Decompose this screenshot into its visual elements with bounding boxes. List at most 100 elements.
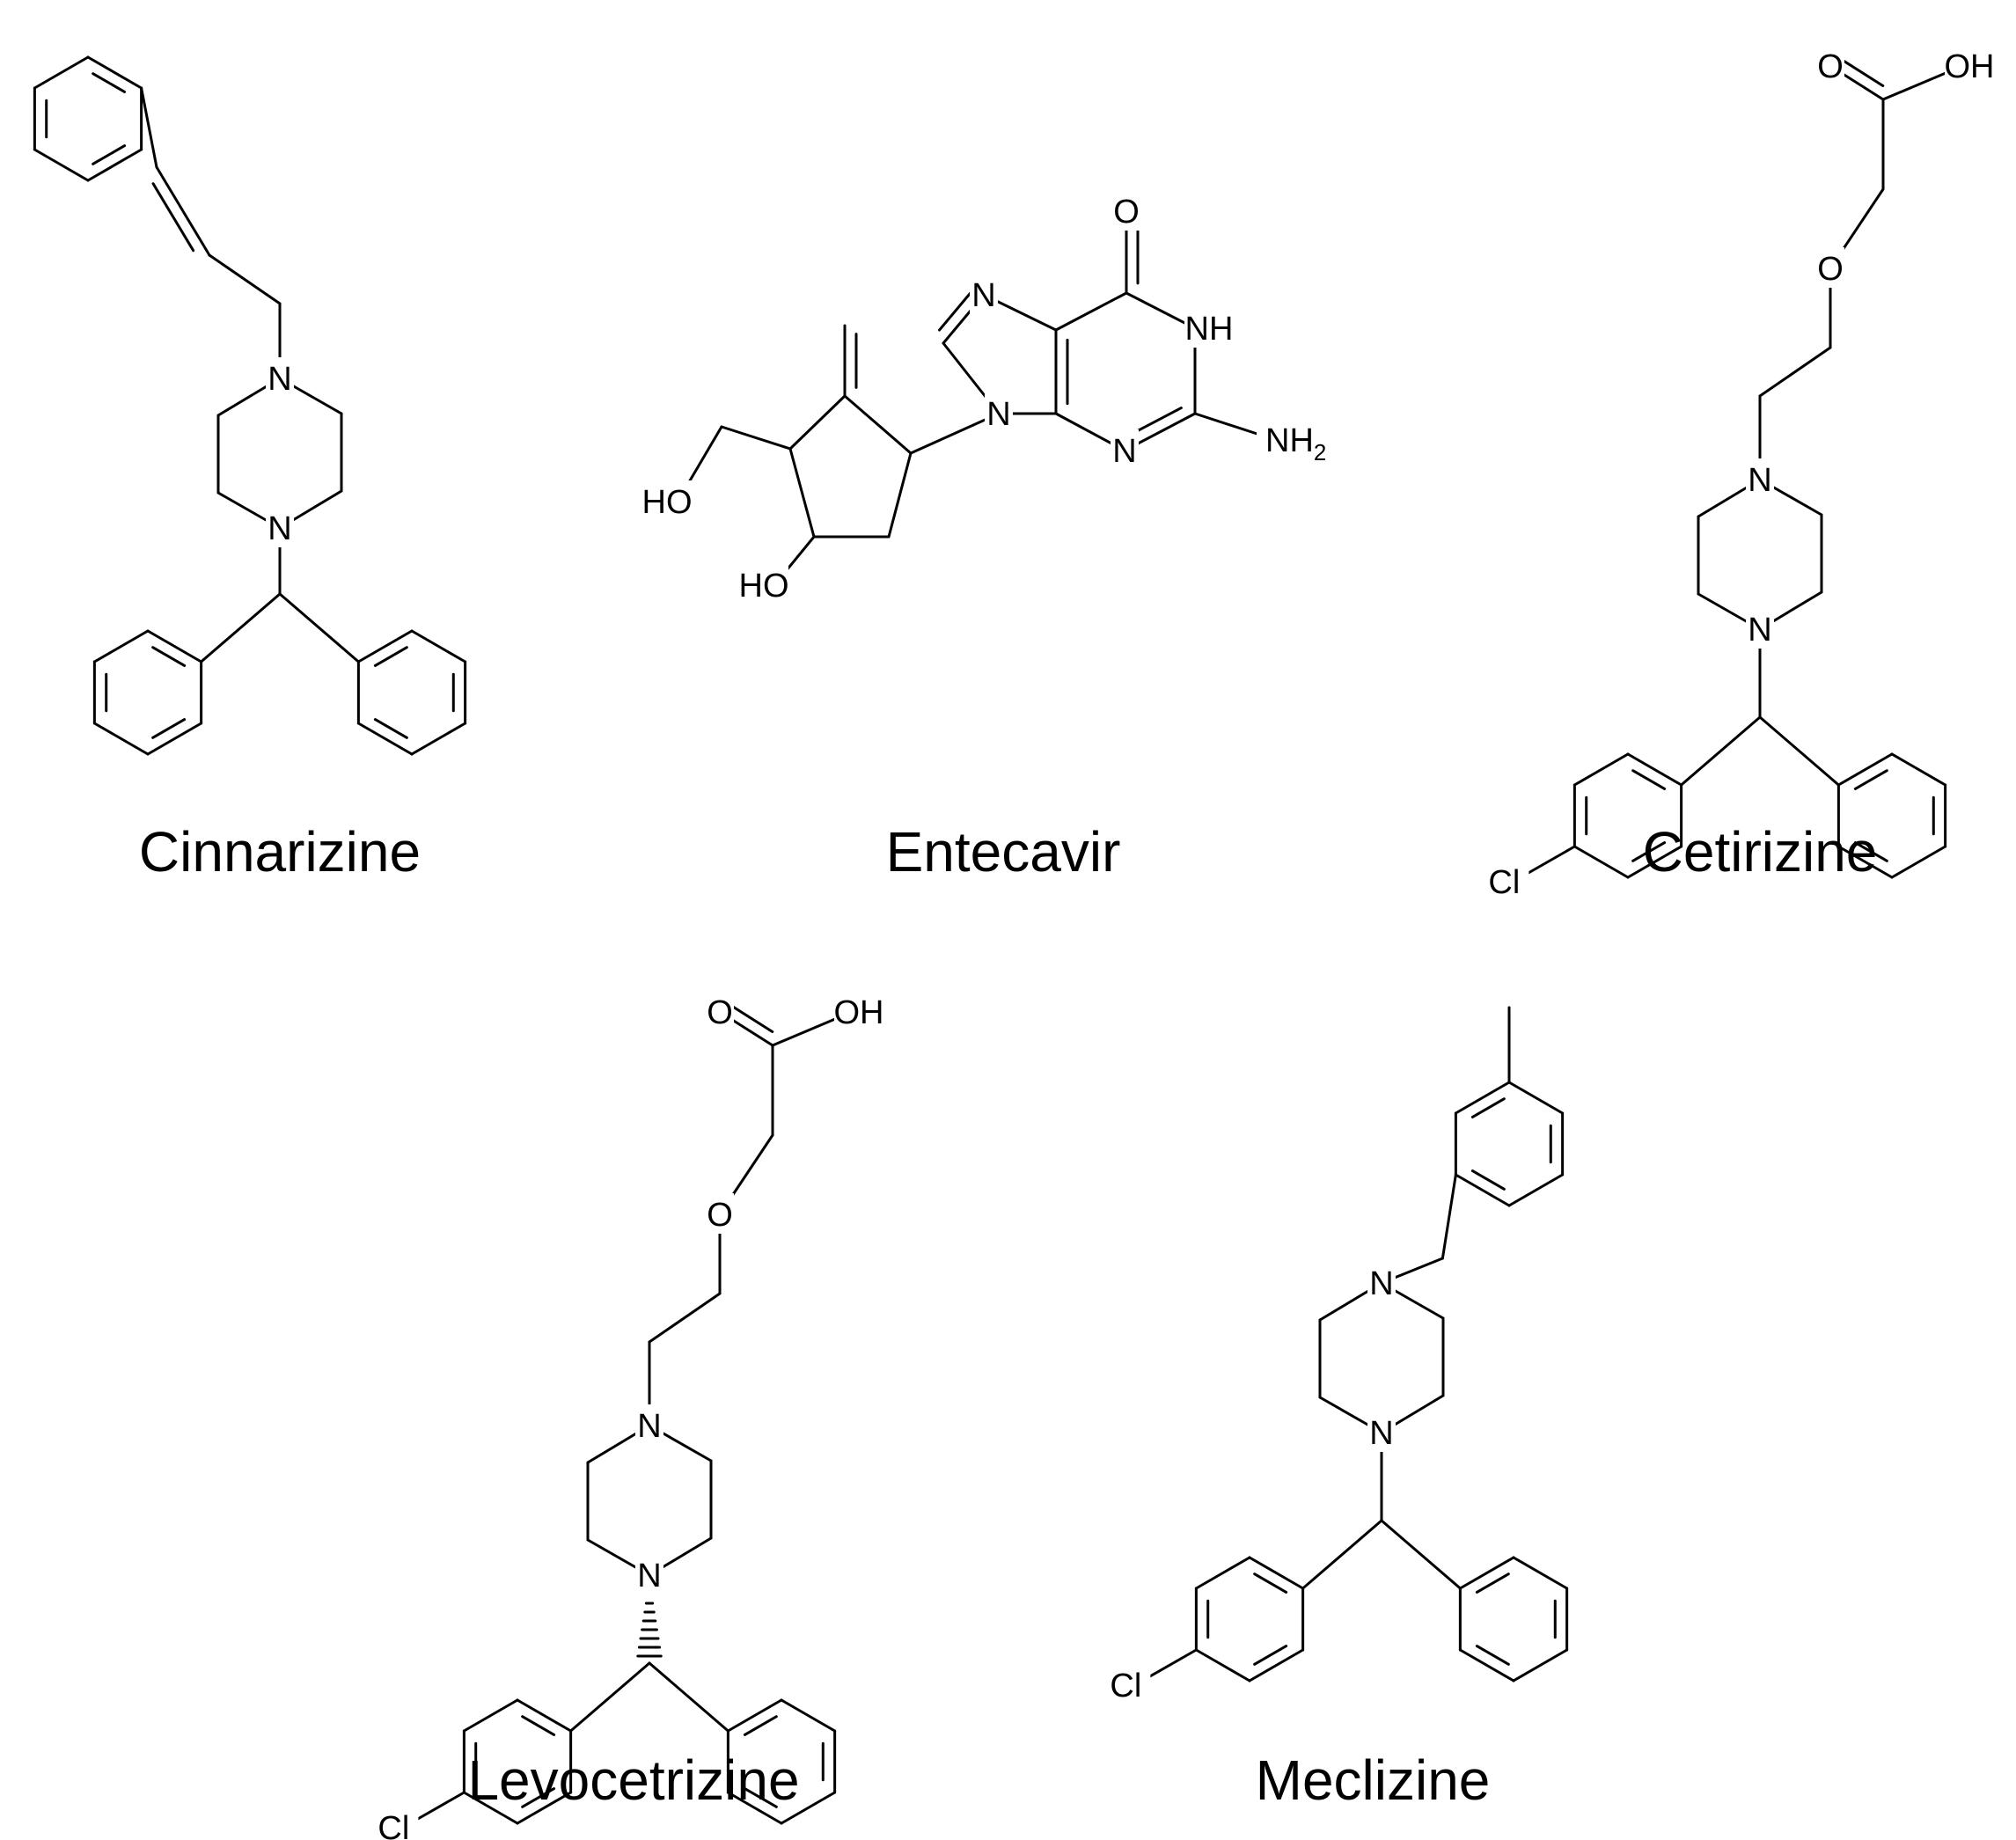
levocetrizine-left-ring-bond <box>516 1791 573 1825</box>
meclizine-right-ring-bond <box>1458 1556 1515 1590</box>
cetirizine-left-ring-bond <box>1572 845 1630 879</box>
svg-text:HO: HO <box>739 568 789 605</box>
meclizine-bond <box>1301 1519 1383 1590</box>
cetirizine-chlorine-label: Cl <box>1479 861 1529 901</box>
meclizine-right-ring-bond <box>1512 1648 1569 1682</box>
svg-text:Cl: Cl <box>378 1810 409 1840</box>
levocetrizine-nitrogen-label: N <box>635 1554 663 1594</box>
entecavir-ring-bond <box>788 447 816 539</box>
cinnarizine-left-ring-bond <box>92 722 150 756</box>
levocetrizine-bond <box>648 1292 722 1344</box>
cetirizine-right-ring-bond <box>1890 752 1947 787</box>
entecavir-nitrogen-label: N <box>1111 429 1139 470</box>
svg-text:O: O <box>1817 48 1844 85</box>
cinnarizine-right-ring-bond <box>410 629 467 663</box>
svg-text:O: O <box>707 994 733 1031</box>
cetirizine-left-ring-bond <box>1626 752 1683 787</box>
cinnarizine-phenyl-double-bond <box>92 72 127 93</box>
meclizine-bond <box>1441 1173 1457 1260</box>
svg-text:N: N <box>1369 1415 1393 1452</box>
cetirizine-left-ring-bond <box>1626 845 1683 879</box>
levocetrizine-left-ring-double-bond <box>521 1787 556 1808</box>
entecavir-ring-bond <box>788 394 847 451</box>
meclizine-tolyl-ring-bond <box>1507 1081 1565 1115</box>
cetirizine-right-ring-bond <box>1836 752 1894 787</box>
cetirizine-nitrogen-label: N <box>1746 608 1774 649</box>
bond-layer <box>33 55 1964 1829</box>
cinnarizine-alkene-double-bond <box>151 182 195 253</box>
cinnarizine-right-ring-double-bond <box>373 646 408 667</box>
svg-text:OH: OH <box>1945 48 1995 85</box>
meclizine-right-ring-double-bond <box>1475 1572 1510 1594</box>
meclizine-name: Meclizine <box>1256 1748 1491 1812</box>
svg-text:N: N <box>1748 612 1771 649</box>
meclizine-left-ring-bond <box>1248 1556 1305 1590</box>
levocetrizine-left-ring-bond <box>462 1791 519 1825</box>
cetirizine-oxygen-label: O <box>1816 45 1844 85</box>
meclizine-bond <box>1380 1519 1462 1590</box>
cinnarizine-nitrogen-label: N <box>266 507 294 547</box>
svg-text:Cl: Cl <box>1488 864 1520 901</box>
cetirizine-right-ring-bond <box>1890 845 1947 879</box>
svg-text:O: O <box>1113 194 1140 231</box>
svg-text:NH: NH <box>1185 311 1234 348</box>
meclizine-left-ring-double-bond <box>1253 1645 1288 1666</box>
cetirizine-left-ring-bond <box>1572 752 1630 787</box>
meclizine-tolyl-ring-double-bond <box>1470 1097 1506 1118</box>
entecavir-ring-bond <box>887 451 913 539</box>
levocetrizine-right-ring-bond <box>780 1791 837 1825</box>
svg-text:N: N <box>1748 462 1771 499</box>
levocetrizine-oxygen-label: O <box>706 991 734 1031</box>
cinnarizine-bond <box>208 253 282 305</box>
meclizine-nitrogen-label: N <box>1367 1411 1396 1452</box>
levocetrizine-right-ring-bond <box>726 1791 783 1825</box>
cinnarizine-name: Cinnarizine <box>139 820 421 883</box>
levocetrizine-carbonyl-double-bond <box>730 1005 774 1033</box>
cinnarizine-phenyl-bond <box>86 55 143 90</box>
cinnarizine-bond <box>278 592 360 663</box>
meclizine-tolyl-ring-bond <box>1454 1081 1511 1115</box>
entecavir-bond <box>909 412 1001 455</box>
levocetrizine-right-ring-double-bond <box>743 1787 778 1808</box>
svg-text:N: N <box>1112 433 1136 470</box>
cinnarizine-bond <box>140 86 158 169</box>
svg-text:OH: OH <box>834 994 884 1031</box>
cinnarizine-phenyl-bond <box>33 148 90 182</box>
svg-text:N: N <box>1369 1265 1393 1302</box>
cetirizine-right-ring-double-bond <box>1853 769 1888 790</box>
entecavir-hydroxyl-label: HO <box>642 480 693 521</box>
cinnarizine-right-ring-double-bond <box>373 718 408 739</box>
levocetrizine-left-ring-bond <box>462 1698 519 1733</box>
cinnarizine-alkene-bond <box>155 165 211 257</box>
cetirizine-name: Cetirizine <box>1643 820 1878 883</box>
entecavir-oxygen-label: O <box>1112 190 1140 231</box>
cinnarizine-structure <box>33 55 467 756</box>
meclizine-tolyl-ring-bond <box>1507 1173 1565 1207</box>
svg-text:O: O <box>1817 251 1844 288</box>
levocetrizine-left-ring-bond <box>516 1698 573 1733</box>
entecavir-double-bond <box>938 291 972 332</box>
svg-text:N: N <box>268 361 291 398</box>
levocetrizine-chlorine-label: Cl <box>369 1807 419 1840</box>
cetirizine-right-ring-double-bond <box>1853 841 1888 862</box>
levocetrizine-left-ring-double-bond <box>521 1715 556 1736</box>
levocetrizine-right-ring-bond <box>780 1698 837 1733</box>
levocetrizine-right-ring-bond <box>726 1698 783 1733</box>
cetirizine-bond <box>1758 715 1840 787</box>
entecavir-nitrogen-label: N <box>985 392 1013 433</box>
cinnarizine-bond <box>200 592 282 663</box>
meclizine-right-ring-bond <box>1458 1648 1515 1682</box>
cinnarizine-left-ring-double-bond <box>151 646 187 667</box>
meclizine-left-ring-bond <box>1248 1648 1305 1682</box>
meclizine-nitrogen-label: N <box>1367 1262 1396 1302</box>
cinnarizine-right-ring-bond <box>410 722 467 756</box>
meclizine-tolyl-ring-double-bond <box>1470 1169 1506 1191</box>
meclizine-tolyl-ring-bond <box>1454 1173 1511 1207</box>
entecavir-nitrogen-label: N <box>970 274 998 314</box>
cetirizine-hydroxyl-label: OH <box>1945 45 1995 85</box>
cinnarizine-left-ring-bond <box>92 629 150 663</box>
svg-text:N: N <box>637 1558 661 1594</box>
svg-text:NH2: NH2 <box>1265 422 1326 465</box>
meclizine-chlorine-label: Cl <box>1101 1664 1151 1704</box>
